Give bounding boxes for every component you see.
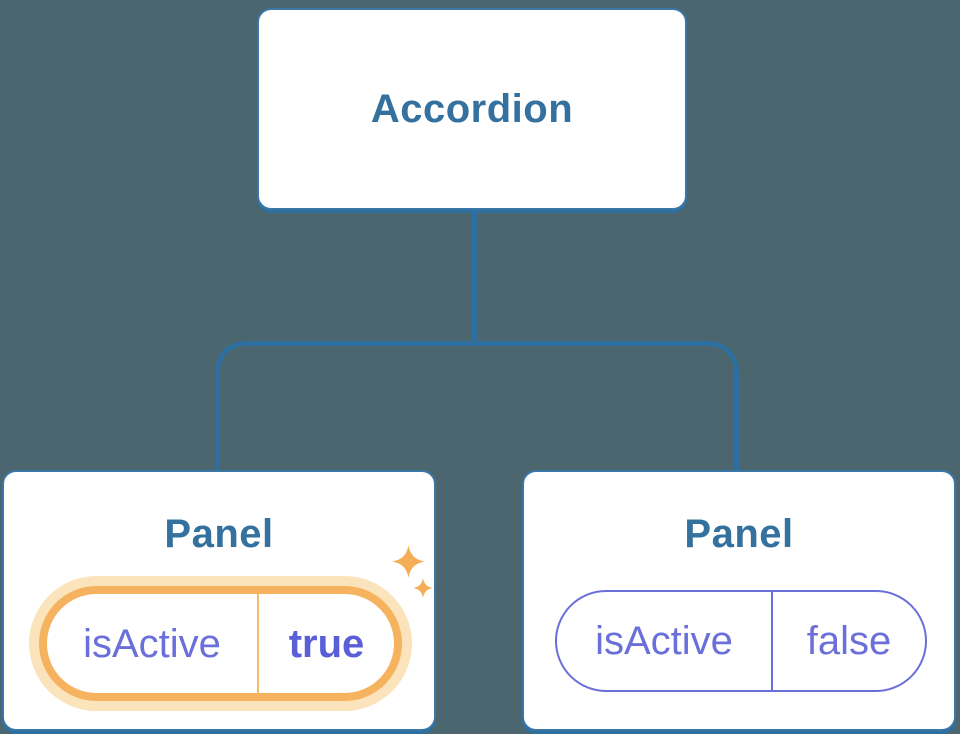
prop-pill-inactive: isActive false bbox=[555, 590, 927, 692]
prop-pill-active: isActive true bbox=[39, 586, 402, 701]
prop-name-label: isActive bbox=[83, 621, 221, 666]
prop-name-label: isActive bbox=[595, 619, 733, 663]
connector-branch bbox=[215, 341, 739, 470]
prop-value-label: true bbox=[257, 594, 394, 693]
connector-stem bbox=[472, 213, 477, 344]
sparkle-icon-large bbox=[392, 545, 425, 578]
prop-value-label: false bbox=[771, 592, 925, 690]
panel-node-label: Panel bbox=[164, 512, 274, 556]
sparkle-icon-small bbox=[413, 578, 433, 598]
panel-node-active: Panel isActive true bbox=[2, 470, 436, 731]
accordion-node-label: Accordion bbox=[370, 87, 574, 131]
panel-node-inactive: Panel isActive false bbox=[522, 470, 956, 731]
panel-node-label: Panel bbox=[684, 512, 794, 556]
accordion-node: Accordion bbox=[257, 8, 687, 210]
